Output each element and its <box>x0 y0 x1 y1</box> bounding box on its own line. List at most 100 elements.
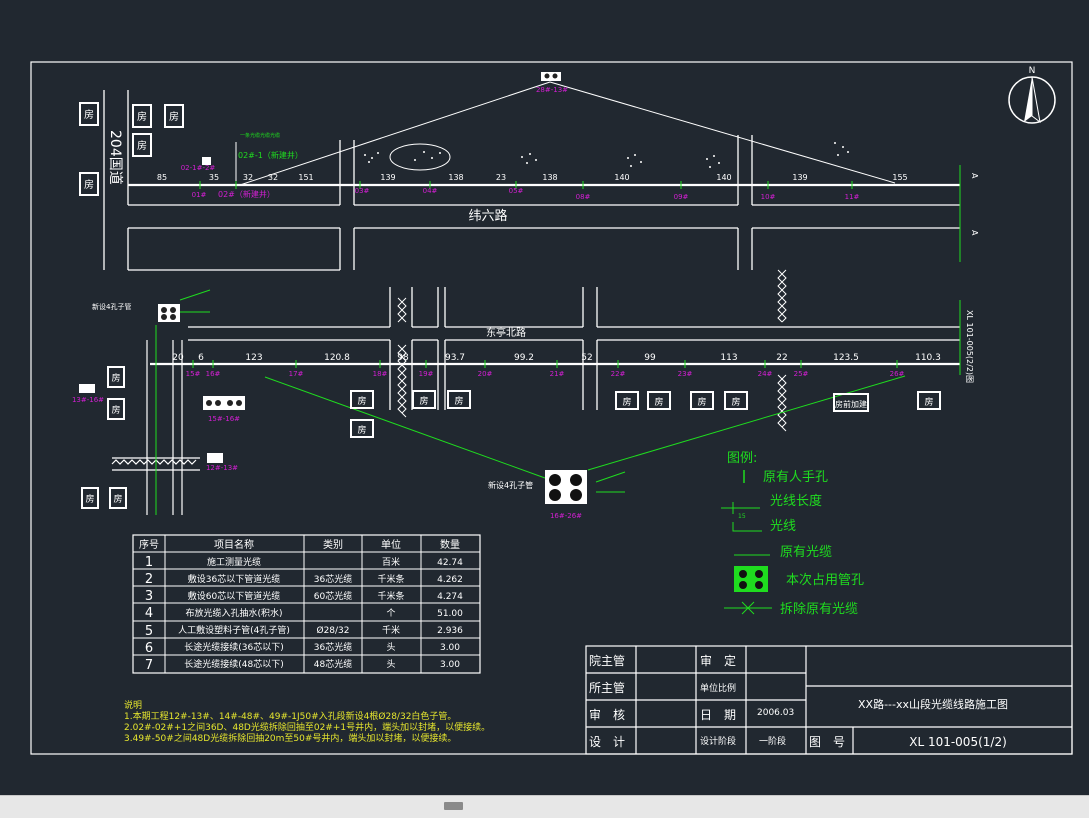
svg-text:42.74: 42.74 <box>437 558 463 568</box>
scrollbar-thumb[interactable] <box>444 802 463 810</box>
svg-text:7: 7 <box>145 658 153 673</box>
svg-text:15#: 15# <box>186 370 201 378</box>
svg-text:52: 52 <box>581 353 592 363</box>
house: 房 <box>81 487 99 509</box>
svg-text:23: 23 <box>496 173 506 182</box>
notes: 说明 1.本期工程12#-13#、14#-48#、49#-1J50#入孔段新设4… <box>124 699 490 744</box>
svg-text:房: 房 <box>357 424 366 436</box>
svg-text:房: 房 <box>169 110 179 123</box>
legend-item-6: 拆除原有光缆 <box>780 601 858 617</box>
table-header: 序号 项目名称 类别 单位 数量 <box>139 538 460 551</box>
house: 房 <box>132 133 152 157</box>
quantity-table: 序号 项目名称 类别 单位 数量 1 施工测量光缆 百米 42.74 2 敷设3… <box>132 534 481 674</box>
svg-text:A: A <box>970 230 979 236</box>
tb-yuan-zhuguan: 院主管 <box>589 653 625 668</box>
svg-text:头: 头 <box>386 642 395 653</box>
center-node-id: 16#-26# <box>550 512 582 520</box>
drawing-frame <box>30 61 1073 755</box>
svg-text:32: 32 <box>243 173 253 182</box>
svg-text:01#: 01# <box>192 191 207 199</box>
upper-hole-marks <box>199 181 853 189</box>
road-dongting <box>188 287 960 410</box>
legend-item-5: 本次占用管孔 <box>786 572 864 588</box>
svg-text:房: 房 <box>419 395 428 407</box>
svg-text:19#: 19# <box>419 370 434 378</box>
svg-text:6: 6 <box>198 353 204 363</box>
tb-shending: 审 定 <box>700 653 736 668</box>
table-row: 6 长途光缆接续(36芯以下) 36芯光缆 头 3.00 <box>145 641 460 656</box>
house: 房 <box>690 391 714 410</box>
left-node[interactable]: 13#-16# <box>72 384 104 404</box>
horizontal-scrollbar[interactable] <box>0 795 1089 818</box>
house: 房 <box>164 104 184 128</box>
cad-drawing-canvas[interactable]: N 204国道 纬六路 <box>0 0 1089 795</box>
svg-text:4.274: 4.274 <box>437 592 463 602</box>
svg-text:110.3: 110.3 <box>915 353 941 363</box>
duct-crossings <box>397 269 787 432</box>
svg-text:11#: 11# <box>845 193 860 201</box>
svg-text:百米: 百米 <box>382 556 400 568</box>
svg-text:138: 138 <box>448 173 463 182</box>
tb-shenhe: 审 核 <box>589 707 625 722</box>
mid-left-node[interactable]: 15#-16# <box>203 396 245 423</box>
upper-node-label: 02-1#-2# <box>181 164 216 172</box>
vegetation-dots <box>364 142 849 171</box>
north-label: N <box>1029 66 1036 76</box>
mid-left-node-label: 15#-16# <box>208 415 240 423</box>
upper-new-well-node[interactable]: 02-1#-2# 02#-1（新建井） 02#（新建井） 一条光缆光缆光缆 <box>181 132 303 199</box>
tb-date-label: 日 期 <box>700 708 736 722</box>
left-node-label: 13#-16# <box>72 396 104 404</box>
svg-text:51.00: 51.00 <box>437 609 463 619</box>
house: 房 <box>79 102 99 126</box>
top-node[interactable]: 28#-13# <box>536 72 568 94</box>
svg-text:序号: 序号 <box>139 538 159 551</box>
svg-text:房: 房 <box>113 493 122 505</box>
lower-left-node[interactable]: 12#-13# <box>206 453 238 472</box>
house: 房 <box>350 390 374 409</box>
lower-hole-labels: 15# 16# 17# 18# 19# 20# 21# 22# 23# 24# … <box>186 370 905 378</box>
upper-hole-labels: 01# 03# 04# 05# 08# 09# 10# 11# <box>192 187 860 201</box>
road-204-label: 204国道 <box>107 130 123 185</box>
svg-text:32: 32 <box>268 173 278 182</box>
house: 房 <box>107 398 125 420</box>
svg-text:3.00: 3.00 <box>440 643 460 653</box>
legend-item-2: 光线长度 <box>770 493 822 509</box>
svg-text:头: 头 <box>386 659 395 670</box>
svg-text:5: 5 <box>145 624 153 639</box>
svg-text:03#: 03# <box>355 187 370 195</box>
road-dongting-label: 东亭北路 <box>486 326 526 339</box>
svg-text:Ø28/32: Ø28/32 <box>316 625 349 636</box>
svg-text:140: 140 <box>614 173 629 182</box>
svg-text:155: 155 <box>892 173 907 182</box>
svg-text:项目名称: 项目名称 <box>214 538 254 551</box>
road-204 <box>103 90 960 271</box>
house: 房 <box>917 391 941 410</box>
house-wide: 房前加建 <box>833 393 869 412</box>
svg-text:21#: 21# <box>550 370 565 378</box>
svg-text:房: 房 <box>357 395 366 407</box>
table-row: 3 敷设60芯以下管道光缆 60芯光缆 千米条 4.274 <box>145 589 463 604</box>
svg-text:千米条: 千米条 <box>377 590 404 602</box>
table-row: 2 敷设36芯以下管道光缆 36芯光缆 千米条 4.262 <box>145 572 463 587</box>
svg-text:A: A <box>970 173 979 179</box>
svg-text:千米条: 千米条 <box>377 573 404 585</box>
svg-text:48芯光缆: 48芯光缆 <box>314 658 352 670</box>
svg-text:长途光缆接续(48芯以下): 长途光缆接续(48芯以下) <box>184 658 283 670</box>
svg-text:个: 个 <box>386 608 395 619</box>
svg-text:房: 房 <box>622 396 631 408</box>
svg-text:20#: 20# <box>478 370 493 378</box>
left-top-node[interactable]: 新设4孔子管 <box>92 302 180 322</box>
upper-note: 一条光缆光缆光缆 <box>240 132 280 139</box>
center-node[interactable]: 新设4孔子管 16#-26# <box>488 470 587 520</box>
svg-text:人工敷设塑料子管(4孔子管): 人工敷设塑料子管(4孔子管) <box>178 624 290 636</box>
lower-hole-marks <box>192 360 898 368</box>
svg-text:18#: 18# <box>373 370 388 378</box>
side-label: XL 101-005(2/2)图 <box>965 310 974 383</box>
svg-text:房: 房 <box>924 396 933 408</box>
tb-stage-value: 一阶段 <box>759 735 786 747</box>
tb-drawing-title: XX路---xx山段光缆线路施工图 <box>858 697 1008 711</box>
road-weiliu-label: 纬六路 <box>468 208 507 224</box>
svg-text:房: 房 <box>731 396 740 408</box>
lower-left-node-label: 12#-13# <box>206 464 238 472</box>
svg-text:房: 房 <box>84 178 94 191</box>
